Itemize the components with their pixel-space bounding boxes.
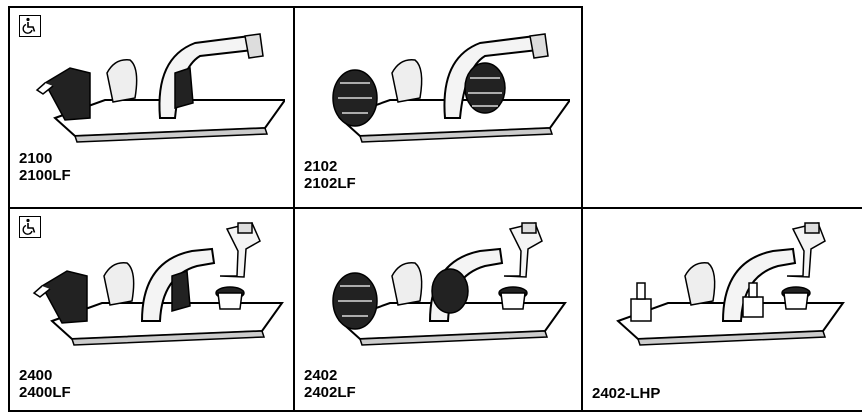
model-cell-2100: 2100 2100LF [8, 6, 295, 209]
wheelchair-accessible-icon [19, 15, 41, 37]
model-cell-2402-lhp: 2402-LHP [583, 209, 862, 412]
model-cell-2102: 2102 2102LF [295, 6, 583, 209]
model-number: 2402LF [304, 384, 356, 401]
model-number: 2400 [19, 367, 53, 384]
model-cell-2402: 2402 2402LF [295, 209, 583, 412]
model-cell-2400: 2400 2400LF [8, 209, 295, 412]
model-label: 2102 2102LF [304, 158, 356, 192]
faucet-2402-lhp-illustration [616, 222, 845, 346]
model-number: 2400LF [19, 384, 71, 401]
faucet-2102-illustration [332, 33, 570, 143]
model-number: 2402 [304, 367, 338, 384]
model-number: 2102 [304, 158, 338, 175]
model-label: 2402 2402LF [304, 367, 356, 401]
model-label: 2400 2400LF [19, 367, 71, 401]
faucet-2100-illustration [35, 33, 285, 143]
model-label: 2100 2100LF [19, 150, 71, 184]
model-number: 2402-LHP [592, 385, 661, 402]
model-number: 2100 [19, 150, 53, 167]
faucet-2402-illustration [332, 222, 567, 346]
model-number: 2100LF [19, 167, 71, 184]
faucet-2400-illustration [32, 222, 284, 346]
faucet-model-grid: 2100 2100LF 2102 2102LF [8, 6, 862, 412]
empty-cell [583, 6, 862, 209]
model-label: 2402-LHP [592, 385, 660, 402]
wheelchair-accessible-icon [19, 216, 41, 238]
model-number: 2102LF [304, 175, 356, 192]
